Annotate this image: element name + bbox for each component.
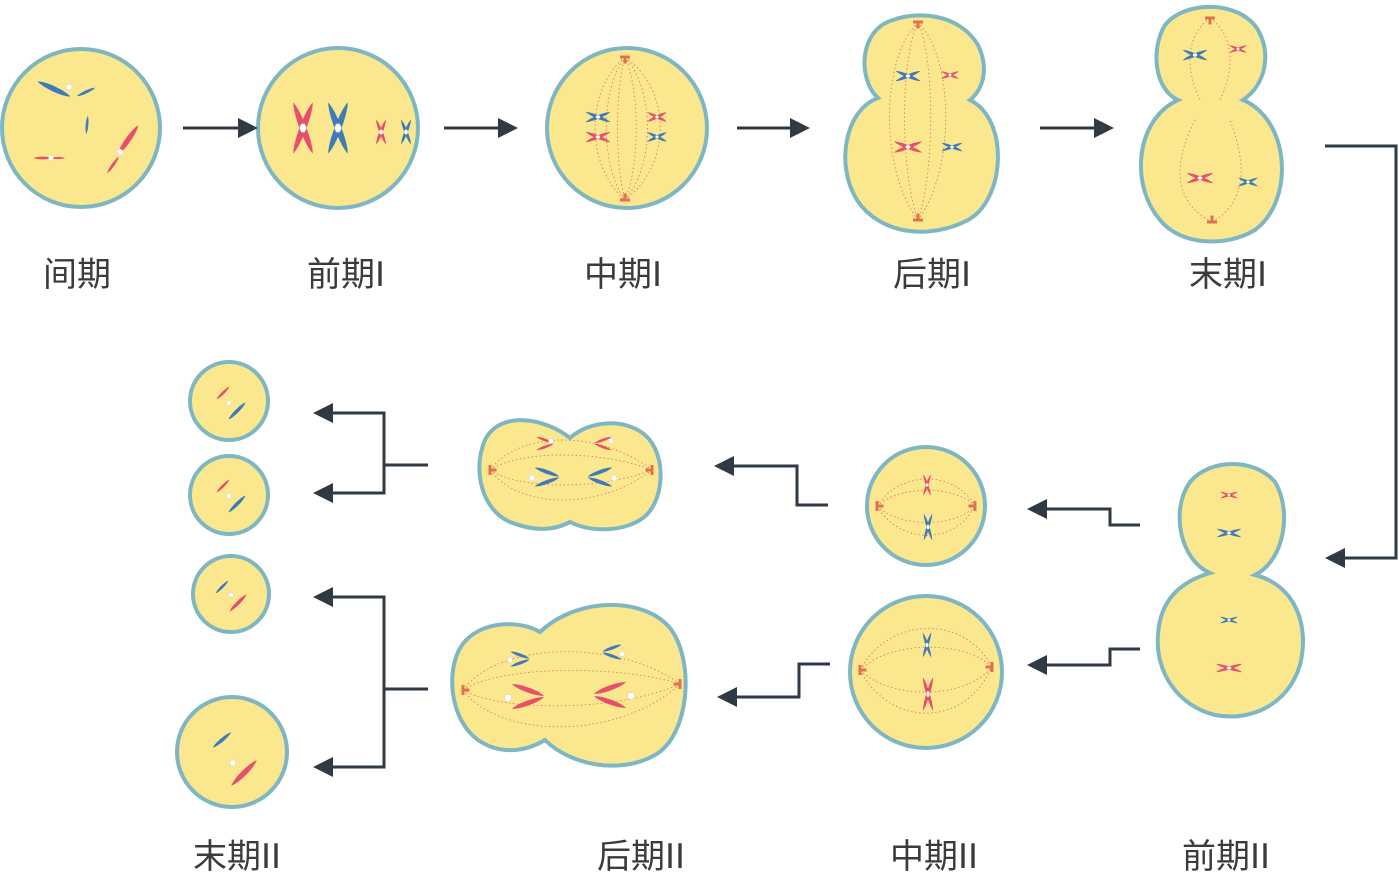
arrow-anaphase1-to-telophase1	[1040, 118, 1114, 138]
arrow-telophase1-to-prophase2	[1325, 144, 1398, 568]
label-metaphase2: 中期II	[890, 837, 978, 873]
telophase2-cell-4	[175, 695, 289, 809]
arrow-interphase-to-prophase1	[183, 118, 258, 138]
label-metaphase1: 中期I	[584, 255, 662, 295]
anaphase2-upper-cell	[477, 418, 663, 532]
arrow-anaphase2-lower-to-telophase2	[313, 587, 428, 777]
telophase1-cell	[1139, 4, 1284, 244]
label-prophase1: 前期I	[307, 255, 385, 295]
label-anaphase1: 后期I	[893, 255, 971, 295]
arrow-metaphase2-lower-to-anaphase2	[717, 662, 830, 707]
telophase2-cell-2	[188, 454, 270, 536]
telophase2-cell-3	[191, 554, 271, 634]
prophase2-cells	[1155, 462, 1305, 719]
arrow-prophase2-to-metaphase2-upper	[1027, 499, 1140, 527]
arrow-anaphase2-upper-to-telophase2	[313, 403, 428, 503]
label-telophase1: 末期I	[1189, 255, 1267, 295]
arrow-metaphase2-upper-to-anaphase2	[714, 456, 828, 507]
arrow-metaphase1-to-anaphase1	[737, 118, 810, 138]
label-telophase2: 末期II	[193, 837, 281, 873]
label-interphase: 间期	[43, 255, 111, 295]
interphase-cell	[0, 47, 162, 209]
metaphase1-cell	[545, 46, 709, 210]
label-anaphase2: 后期II	[597, 837, 685, 873]
arrow-prophase2-to-metaphase2-lower	[1027, 647, 1140, 675]
label-prophase2: 前期II	[1182, 837, 1270, 873]
metaphase2-upper-cell	[865, 445, 987, 567]
telophase2-cell-1	[188, 360, 270, 442]
prophase1-cell	[256, 46, 420, 210]
anaphase1-cell	[843, 13, 1000, 234]
anaphase2-lower-cell	[450, 602, 688, 768]
arrow-prophase1-to-metaphase1	[444, 118, 518, 138]
metaphase2-lower-cell	[848, 594, 1004, 750]
